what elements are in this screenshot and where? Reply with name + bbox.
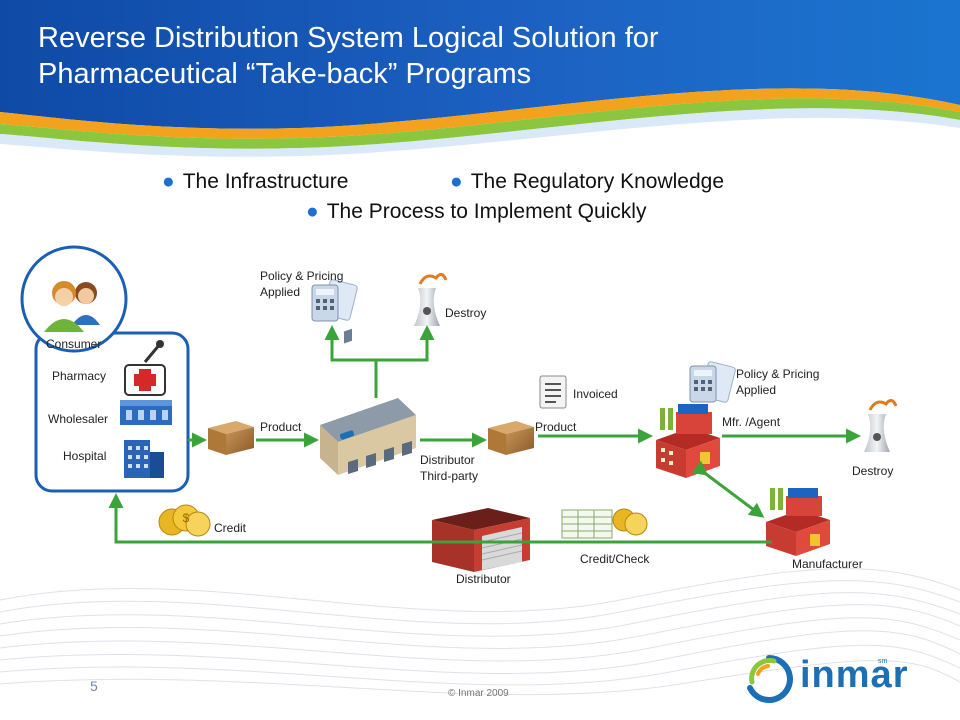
bullet-process: ●The Process to Implement Quickly (306, 200, 647, 223)
flow-arrows (108, 325, 861, 544)
calculator-top-icon (311, 279, 358, 322)
manufacturer-label: Manufacturer (792, 557, 863, 571)
distributor-third-party-label: Distributor Third-party (420, 453, 479, 483)
destroy-tower-right-icon (864, 399, 898, 452)
product-label-right: Product (535, 420, 577, 434)
bidirectional-arrow (691, 460, 765, 518)
hospital-icon (124, 440, 164, 478)
credit-label: Credit (214, 521, 247, 535)
invoiced-label: Invoiced (573, 387, 618, 401)
policy-pricing-right-label: Policy & Pricing Applied (736, 367, 820, 397)
title-line-1: Reverse Distribution System Logical Solu… (38, 22, 659, 54)
product-label-left: Product (260, 420, 302, 434)
mfr-agent-factory-icon (656, 404, 720, 478)
distributor-building-icon (432, 508, 530, 572)
hospital-label: Hospital (63, 449, 107, 463)
bullet-dot-icon: ● (450, 170, 463, 193)
wholesaler-icon (120, 400, 172, 425)
distributor-label: Distributor (456, 572, 511, 586)
slide-title: Reverse Distribution System Logical Solu… (38, 20, 798, 92)
copyright: © Inmar 2009 (448, 688, 509, 699)
title-line-2: Pharmaceutical “Take-back” Programs (38, 58, 532, 90)
warehouse-icon (320, 328, 416, 475)
bullet-dot-icon: ● (306, 200, 319, 223)
svg-text:$: $ (183, 511, 190, 525)
manufacturer-factory-icon (766, 488, 830, 556)
bullet-infrastructure: ●The Infrastructure (162, 170, 349, 193)
page-number: 5 (90, 678, 98, 694)
mfr-agent-label: Mfr. /Agent (722, 415, 781, 429)
check-coins-icon (561, 508, 648, 539)
bullet-dot-icon: ● (162, 170, 175, 193)
wholesaler-label: Wholesaler (48, 412, 109, 426)
destroy-right-label: Destroy (852, 464, 894, 478)
product-box-right-icon (488, 421, 534, 455)
invoice-document-icon (539, 375, 567, 409)
inmar-logo-icon (747, 655, 793, 703)
consumer-label: Consumer (46, 337, 102, 351)
policy-pricing-top-label: Policy & Pricing Applied (260, 269, 344, 299)
destroy-tower-top-icon (414, 273, 448, 326)
destroy-top-label: Destroy (445, 306, 487, 320)
product-box-left-icon (208, 421, 254, 455)
credit-check-label: Credit/Check (580, 552, 650, 566)
pharmacy-label: Pharmacy (52, 369, 107, 383)
calculator-right-icon (689, 361, 736, 403)
consumer-icon (44, 281, 100, 332)
header-banner (0, 0, 960, 157)
credit-coins-icon: $ (158, 504, 211, 537)
background-swirl (0, 568, 960, 696)
inmar-logo-text: inmar (800, 654, 909, 696)
pharmacy-icon (124, 340, 166, 396)
bullet-regulatory: ●The Regulatory Knowledge (450, 170, 725, 193)
service-mark: sm (878, 658, 888, 665)
